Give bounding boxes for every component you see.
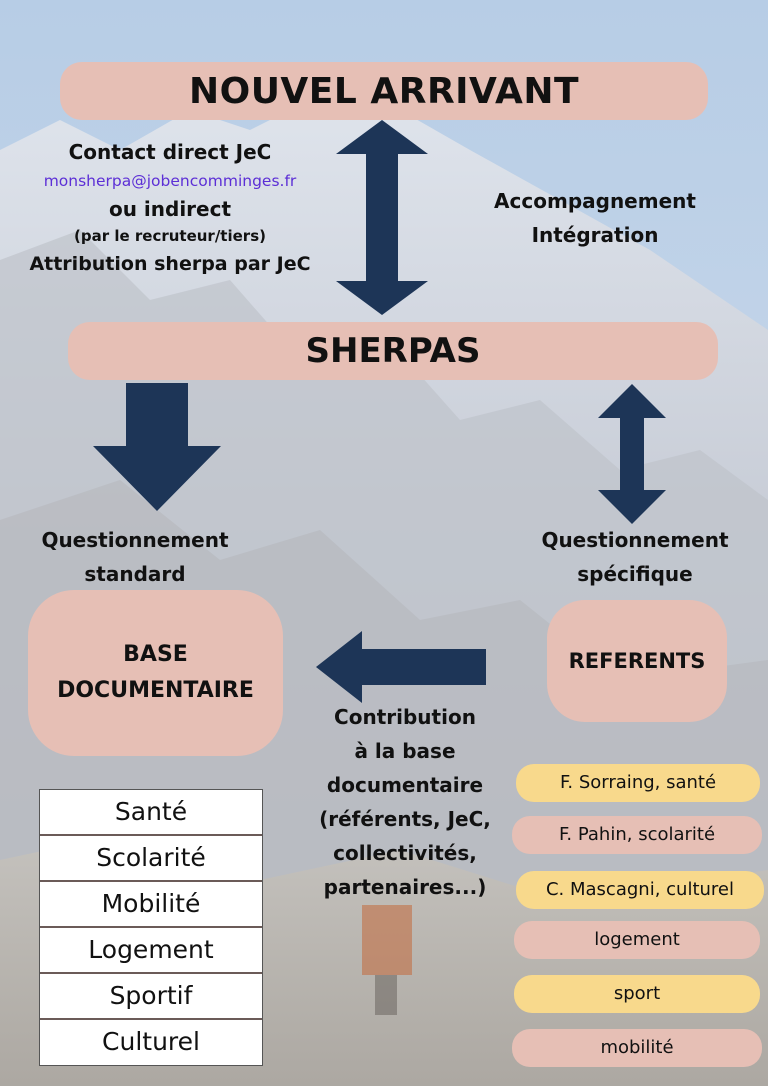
questionnement-standard-line1: Questionnement — [41, 528, 229, 552]
questionnement-specifique: Questionnement spécifique — [520, 523, 750, 591]
category-item: Logement — [40, 928, 262, 974]
nouvel-arrivant-title: NOUVEL ARRIVANT — [60, 62, 708, 120]
contribution-line: Contribution — [334, 705, 476, 729]
questionnement-specifique-line2: spécifique — [577, 562, 693, 586]
accompagnement-label: Accompagnement — [494, 189, 696, 213]
contact-direct-label: Contact direct JeC — [68, 140, 272, 164]
contribution-line: (référents, JeC, — [319, 807, 491, 831]
contribution-line: à la base — [354, 739, 456, 763]
contribution-line: collectivités, — [333, 841, 477, 865]
base-documentaire-box: BASE DOCUMENTAIRE — [28, 590, 283, 756]
contribution-line: partenaires...) — [323, 875, 487, 899]
category-item: Scolarité — [40, 836, 262, 882]
referent-item: logement — [514, 921, 760, 959]
porter-figure — [362, 905, 412, 1015]
double-arrow-specifique — [598, 384, 666, 524]
double-arrow-arrivant-sherpas — [336, 120, 428, 315]
referent-item: F. Pahin, scolarité — [512, 816, 762, 854]
base-documentaire-line2: DOCUMENTAIRE — [57, 678, 254, 703]
sherpas-bar: SHERPAS — [68, 322, 718, 380]
contribution-block: Contribution à la base documentaire (référe… — [310, 700, 500, 904]
referent-item: C. Mascagni, culturel — [516, 871, 764, 909]
sherpa-attribution-label: Attribution sherpa par JeC — [29, 253, 311, 275]
accompagnement-block: Accompagnement Intégration — [470, 184, 720, 252]
left-arrow-contribution — [316, 631, 486, 703]
referent-item: F. Sorraing, santé — [516, 764, 760, 802]
category-item: Mobilité — [40, 882, 262, 928]
contact-indirect-label: ou indirect — [108, 197, 232, 221]
contribution-line: documentaire — [326, 773, 484, 797]
questionnement-standard-line2: standard — [84, 562, 186, 586]
down-arrow-standard — [93, 383, 221, 511]
questionnement-standard: Questionnement standard — [20, 523, 250, 591]
category-item: Sportif — [40, 974, 262, 1020]
contact-recruiter-note: (par le recruteur/tiers) — [74, 227, 266, 245]
referent-item: mobilité — [512, 1029, 762, 1067]
integration-label: Intégration — [531, 223, 659, 247]
category-item: Culturel — [40, 1020, 262, 1065]
referent-item: sport — [514, 975, 760, 1013]
contact-block: Contact direct JeC monsherpa@jobencommin… — [0, 137, 340, 279]
base-documentaire-line1: BASE — [123, 642, 188, 667]
referents-box: REFERENTS — [547, 600, 727, 722]
category-item: Santé — [40, 790, 262, 836]
sherpa-email-link[interactable]: monsherpa@jobencomminges.fr — [43, 172, 297, 190]
questionnement-specifique-line1: Questionnement — [541, 528, 729, 552]
